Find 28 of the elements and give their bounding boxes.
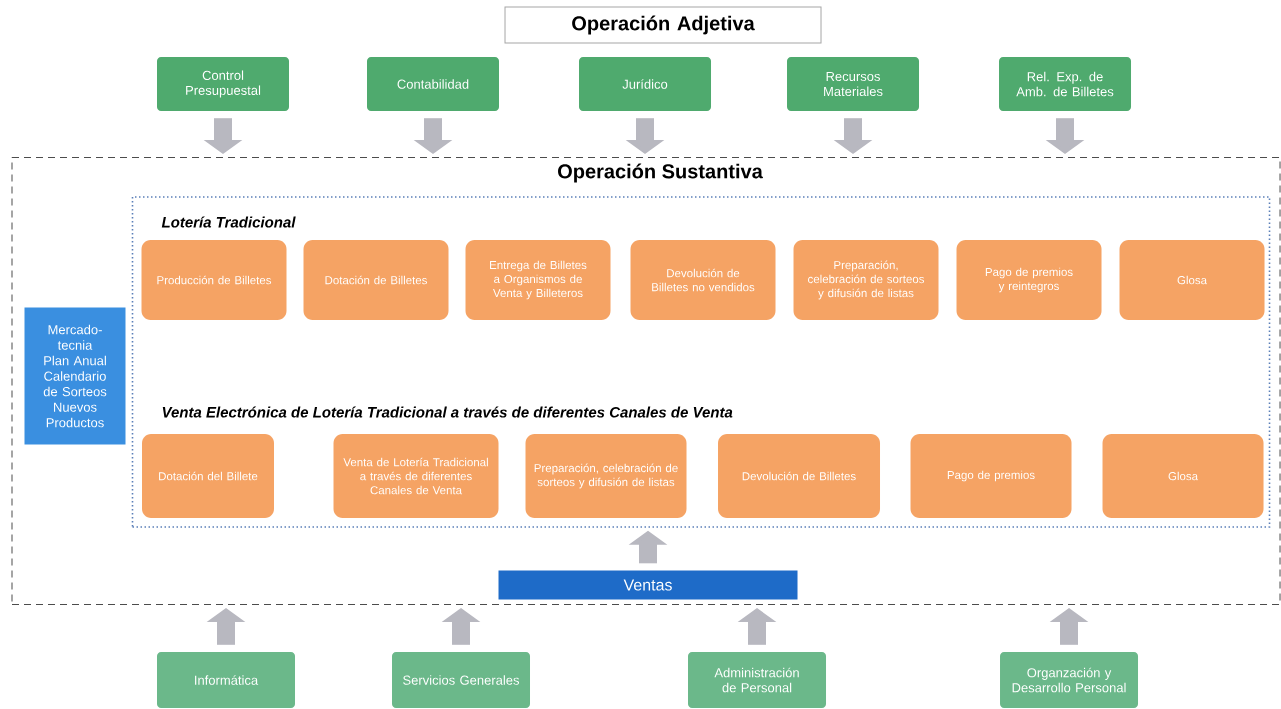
- process-box: Pago de premios: [910, 434, 1072, 518]
- process-box: Glosa: [1119, 240, 1265, 320]
- process-box: Recursos Materiales: [787, 57, 919, 111]
- process-box: Informática: [157, 652, 295, 708]
- process-box: Servicios Generales: [392, 652, 530, 708]
- process-box: Producción de Billetes: [141, 240, 287, 320]
- process-box: Contabilidad: [367, 57, 499, 111]
- process-box: Rel. Exp. de Amb. de Billetes: [999, 57, 1131, 111]
- process-box: Dotación del Billete: [142, 434, 274, 518]
- process-box: Preparación, celebración de sorteos y difusión de listas: [525, 434, 687, 518]
- process-box: Entrega de Billetes a Organismos de Venta y Billeteros: [465, 240, 611, 320]
- title-box: Operación Adjetiva: [504, 6, 822, 44]
- process-box: Administración de Personal: [688, 652, 826, 708]
- process-box: Venta de Lotería Tradicional a través de diferentes Canales de Venta: [333, 434, 499, 518]
- side-box: Mercado-tecnia Plan Anual Calendario de Sorteos Nuevos Productos: [24, 307, 126, 445]
- process-box: Preparación, celebración de sorteos y difusión de listas: [793, 240, 939, 320]
- ventas-bar: Ventas: [498, 570, 798, 600]
- section-heading: Operación Sustantiva: [558, 163, 763, 183]
- group-heading: Lotería Tradicional: [161, 216, 296, 228]
- process-box: Glosa: [1102, 434, 1264, 518]
- process-box: Control Presupuestal: [157, 57, 289, 111]
- process-box: Devolución de Billetes no vendidos: [630, 240, 776, 320]
- process-box: Devolución de Billetes: [718, 434, 880, 518]
- group-heading: Venta Electrónica de Lotería Tradicional a través de diferentes Canales de Venta: [162, 406, 733, 418]
- process-box: Organzación y Desarrollo Personal: [1000, 652, 1138, 708]
- process-box: Pago de premios y reintegros: [956, 240, 1102, 320]
- process-box: Dotación de Billetes: [303, 240, 449, 320]
- process-box: Jurídico: [579, 57, 711, 111]
